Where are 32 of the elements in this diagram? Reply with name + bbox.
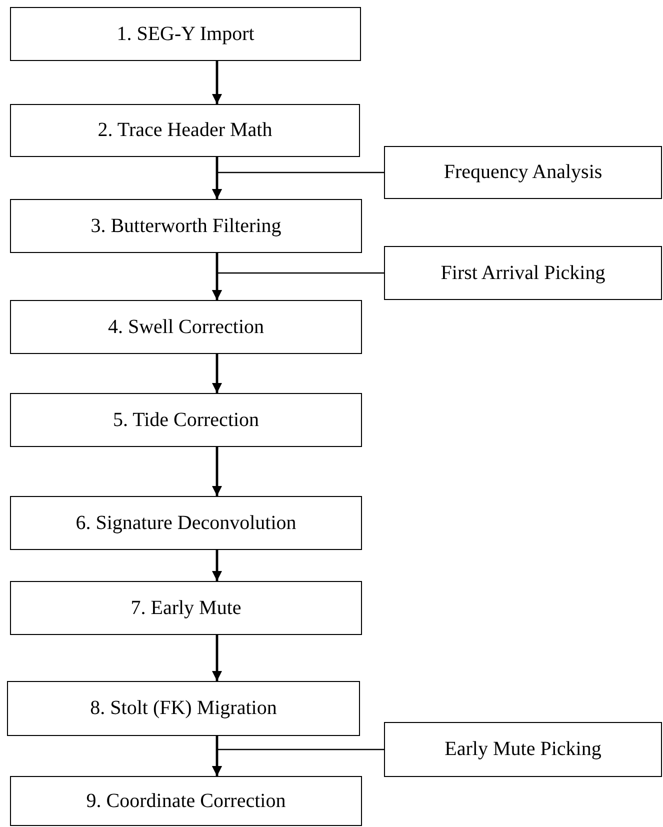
- arrow: [212, 447, 222, 496]
- arrow: [212, 550, 222, 581]
- step-label: Frequency Analysis: [444, 161, 602, 184]
- process-box: [10, 199, 362, 253]
- connector-line: [212, 748, 384, 776]
- process-box: [10, 581, 362, 635]
- arrow: [212, 635, 222, 681]
- process-box: [10, 776, 362, 826]
- process-box: [10, 7, 361, 61]
- connector-line: [212, 272, 384, 300]
- step-label: 8. Stolt (FK) Migration: [90, 697, 277, 720]
- process-box: [384, 722, 662, 777]
- connector-line: [212, 172, 384, 199]
- step-label: Early Mute Picking: [444, 738, 602, 761]
- step-label: First Arrival Picking: [440, 262, 606, 284]
- process-box: [384, 246, 662, 300]
- process-box: [10, 300, 362, 354]
- step-label: 6. Signature Deconvolution: [76, 512, 296, 534]
- step-label: 5. Tide Correction: [112, 408, 260, 432]
- step-label: 9. Coordinate Correction: [86, 790, 286, 812]
- process-box: [384, 146, 662, 199]
- step-label: 4. Swell Correction: [108, 316, 264, 338]
- process-box: [10, 104, 360, 157]
- step-label: 3. Butterworth Filtering: [90, 214, 282, 238]
- step-label: 7. Early Mute: [130, 596, 242, 620]
- arrow: [212, 354, 222, 393]
- step-label: 1. SEG-Y Import: [116, 22, 254, 46]
- process-box: [10, 393, 362, 447]
- step-label: 2. Trace Header Math: [98, 119, 272, 142]
- process-box: [7, 681, 360, 736]
- process-box: [10, 496, 362, 550]
- arrow: [212, 61, 222, 104]
